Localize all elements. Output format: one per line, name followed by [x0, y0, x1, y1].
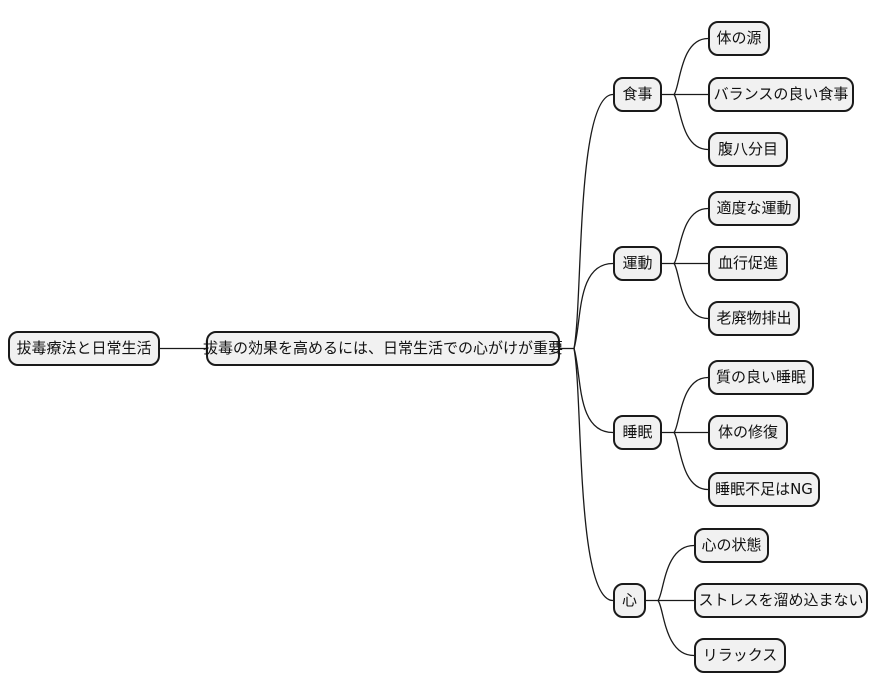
node-leaf-waste-excretion: 老廃物排出	[708, 301, 800, 336]
node-root: 拔毒療法と日常生活	[8, 331, 160, 366]
connector-food-bottom	[673, 94, 709, 151]
node-leaf-body-source: 体の源	[708, 21, 770, 56]
connector-central-exercise	[573, 262, 614, 349]
connector-mind-top	[657, 544, 695, 601]
node-leaf-eat-moderately: 腹八分目	[708, 132, 788, 167]
connector-mind-bottom	[657, 600, 695, 657]
node-leaf-sleep-deprivation-ng: 睡眠不足はNG	[708, 472, 820, 507]
node-leaf-body-repair: 体の修復	[708, 415, 788, 450]
node-leaf-blood-circulation: 血行促進	[708, 246, 788, 281]
node-branch-exercise: 運動	[613, 246, 662, 281]
node-central: 拔毒の効果を高めるには、日常生活での心がけが重要	[203, 331, 563, 366]
connector-central-food	[573, 93, 614, 349]
connector-sleep-bottom	[673, 432, 709, 491]
connector-central-sleep	[573, 348, 614, 434]
node-leaf-state-of-mind: 心の状態	[694, 528, 769, 563]
node-leaf-balanced-diet: バランスの良い食事	[708, 77, 854, 112]
node-leaf-moderate-exercise: 適度な運動	[708, 191, 800, 226]
node-leaf-quality-sleep: 質の良い睡眠	[708, 360, 814, 395]
node-branch-mind: 心	[613, 583, 646, 618]
node-leaf-relax: リラックス	[694, 638, 786, 673]
node-branch-food: 食事	[613, 77, 662, 112]
connector-sleep-top	[673, 376, 709, 433]
node-branch-sleep: 睡眠	[613, 415, 662, 450]
connector-exercise-bottom	[673, 263, 709, 320]
connector-food-top	[673, 37, 709, 95]
node-leaf-no-stress-buildup: ストレスを溜め込まない	[694, 583, 868, 618]
connector-exercise-top	[673, 207, 709, 264]
connector-central-mind	[573, 348, 614, 602]
